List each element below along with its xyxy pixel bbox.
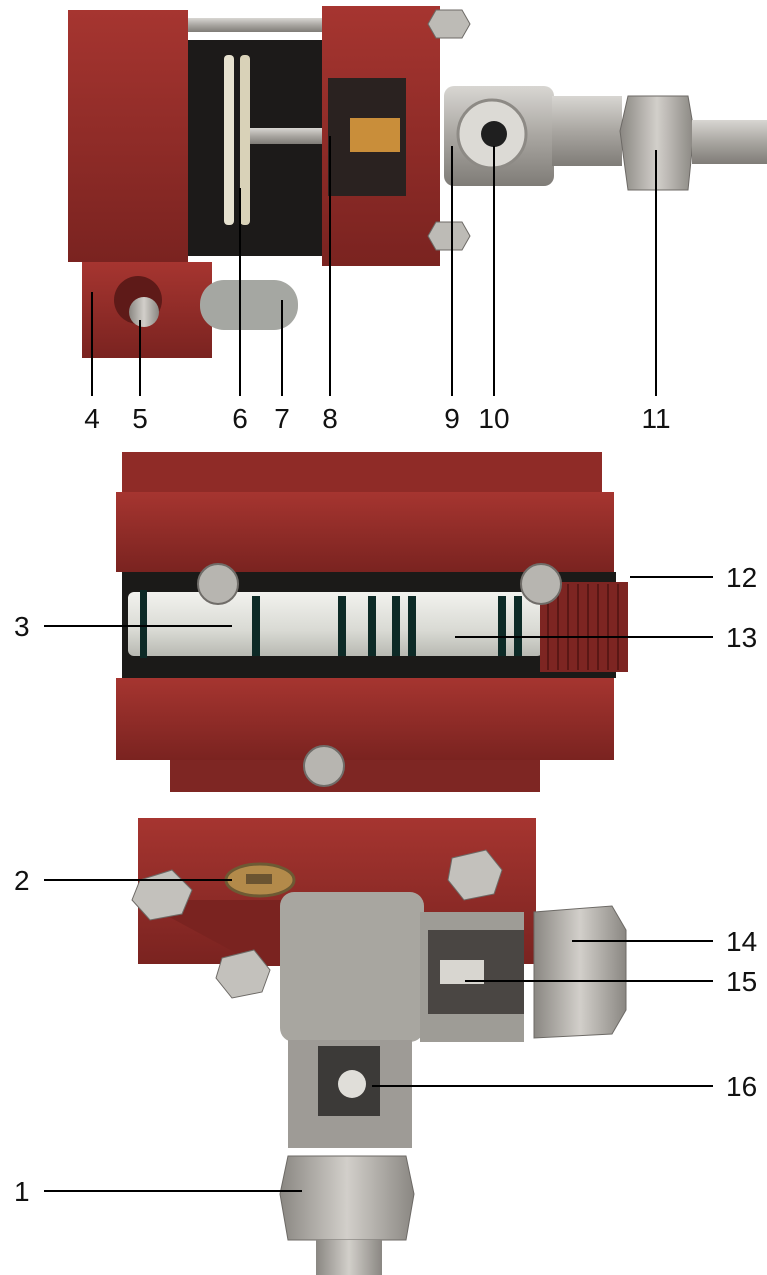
housing-below: [170, 760, 540, 792]
silencer-7: [200, 280, 298, 330]
callout-1: 1: [14, 1176, 30, 1207]
callout-10: 10: [478, 403, 509, 434]
screw-left: [197, 563, 239, 605]
cylinder-chamber: [188, 40, 328, 256]
left-housing-block: [68, 10, 188, 262]
o-ring: [514, 596, 522, 656]
seal-inside-cutout: [350, 118, 400, 152]
outlet-tube: [692, 120, 767, 164]
check-ball-16: [338, 1070, 366, 1098]
callout-3: 3: [14, 611, 30, 642]
callout-12: 12: [726, 562, 757, 593]
callout-13: 13: [726, 622, 757, 653]
connector-sleeve: [552, 96, 622, 166]
valve-spool-13: [128, 592, 543, 656]
inlet-tube: [316, 1240, 382, 1275]
callout-8: 8: [322, 403, 338, 434]
callout-16: 16: [726, 1071, 757, 1102]
drain-plug-slot: [246, 874, 272, 884]
callout-numbers: 4 5 6 7 8 9 10 11 12 3 13 2 14 15 16 1: [14, 403, 757, 1207]
base-nut-lower: [215, 949, 271, 999]
callout-lines: [44, 136, 713, 1192]
base-nut-left: [131, 869, 193, 921]
valve-housing-upper: [116, 492, 614, 572]
tee-fitting-body: [280, 892, 424, 1042]
screw-right: [520, 563, 562, 605]
valve-housing-lower: [116, 678, 614, 760]
bottom-view: [131, 818, 627, 1275]
callout-5: 5: [132, 403, 148, 434]
callout-14: 14: [726, 926, 757, 957]
callout-11: 11: [641, 403, 670, 434]
callout-9: 9: [444, 403, 460, 434]
callout-7: 7: [274, 403, 290, 434]
piston-disc-2: [240, 55, 250, 225]
o-ring: [368, 596, 376, 656]
middle-view: [116, 452, 628, 792]
o-ring: [392, 596, 400, 656]
callout-15: 15: [726, 966, 757, 997]
top-view: [68, 6, 767, 358]
o-ring: [408, 596, 416, 656]
base-nut-right: [447, 849, 503, 901]
o-ring: [140, 590, 147, 658]
o-ring: [252, 596, 260, 656]
o-ring: [338, 596, 346, 656]
callout-4: 4: [84, 403, 100, 434]
plug-5: [129, 297, 159, 327]
piston-disc-1: [224, 55, 234, 225]
nut-bottom-right: [427, 221, 471, 251]
callout-6: 6: [232, 403, 248, 434]
base-housing-side: [138, 900, 290, 966]
tube-nut-14: [533, 905, 627, 1039]
valve-housing-top-plate: [122, 452, 602, 492]
tube-nut-1: [279, 1155, 415, 1241]
callout-2: 2: [14, 865, 30, 896]
tube-nut-11: [619, 95, 695, 191]
check-valve-bore: [481, 121, 507, 147]
nut-top-right: [427, 9, 471, 39]
o-ring: [498, 596, 506, 656]
screw-lower: [303, 745, 345, 787]
